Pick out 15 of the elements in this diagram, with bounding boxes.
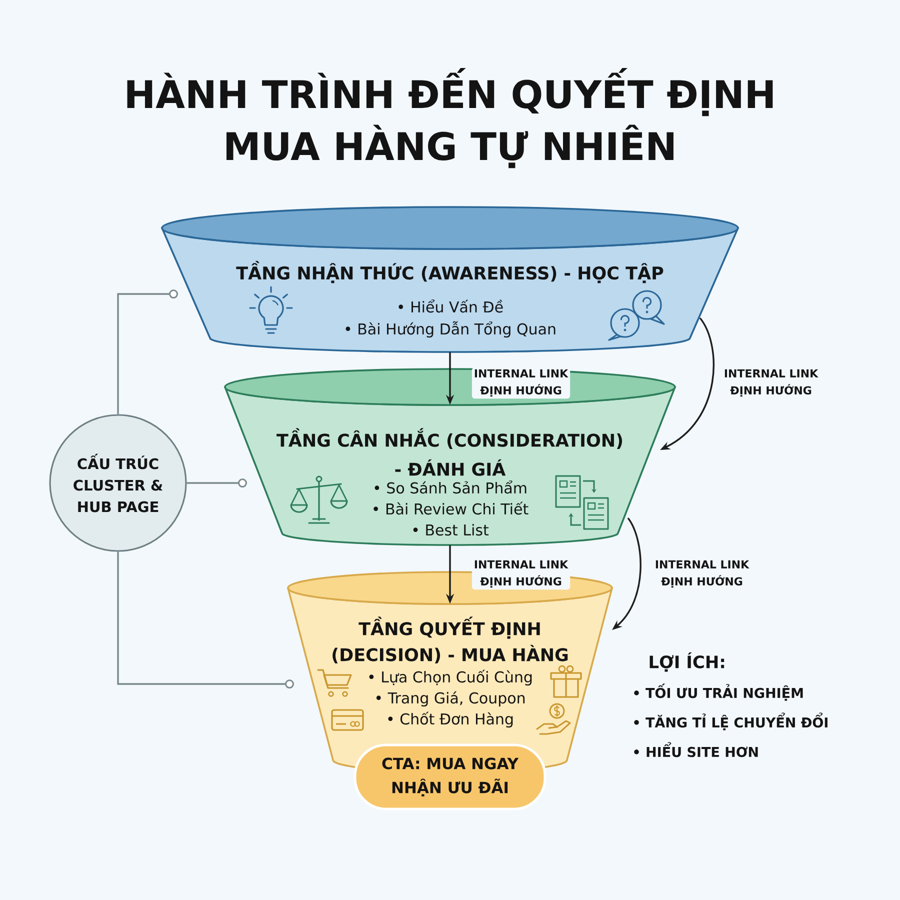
edge-label: INTERNAL LINK ĐỊNH HƯỚNG [652,558,752,590]
connector-line [117,290,178,414]
connector-line [117,552,294,688]
list-item: • HIỂU SITE HƠN [634,742,758,758]
bullet-item: • Trang Giá, Coupon [376,691,525,707]
list-item: • TĂNG TỈ LỆ CHUYỂN ĐỔI [634,712,828,730]
title: HÀNH TRÌNH ĐẾN QUYẾT ĐỊNH MUA HÀNG TỰ NHIÊN [127,68,773,168]
list-heading: LỢI ÍCH: [650,652,724,672]
bullet-item: • Chốt Đơn Hàng [388,712,513,728]
tier-heading: TẦNG QUYẾT ĐỊNH (DECISION) - MUA HÀNG [332,616,568,664]
list-item: • TỐI ƯU TRẢI NGHIỆM [634,684,803,701]
bullet-item: • Lựa Chọn Cuối Cùng [369,670,532,686]
cta-button: CTA: MUA NGAY NHẬN ƯU ĐÃI [354,744,546,810]
edge-label: INTERNAL LINK ĐỊNH HƯỚNG [722,367,820,399]
edge-label: INTERNAL LINK ĐỊNH HƯỚNG [472,558,570,590]
